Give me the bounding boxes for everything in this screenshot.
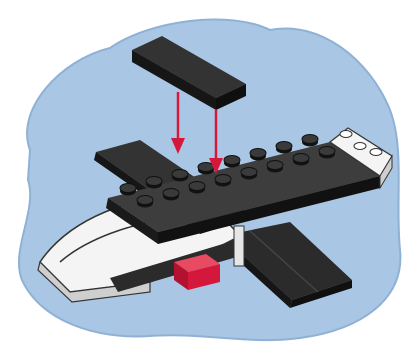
stud (267, 161, 283, 170)
stud (302, 135, 318, 144)
stud (319, 147, 335, 156)
stud (163, 189, 179, 198)
stud (172, 170, 188, 179)
stud (120, 184, 136, 193)
stud (293, 154, 309, 163)
stud (276, 142, 292, 151)
stud (224, 156, 240, 165)
stud (189, 182, 205, 191)
stud (215, 175, 231, 184)
stud (241, 168, 257, 177)
stud (146, 177, 162, 186)
stud (137, 196, 153, 205)
stud (250, 149, 266, 158)
